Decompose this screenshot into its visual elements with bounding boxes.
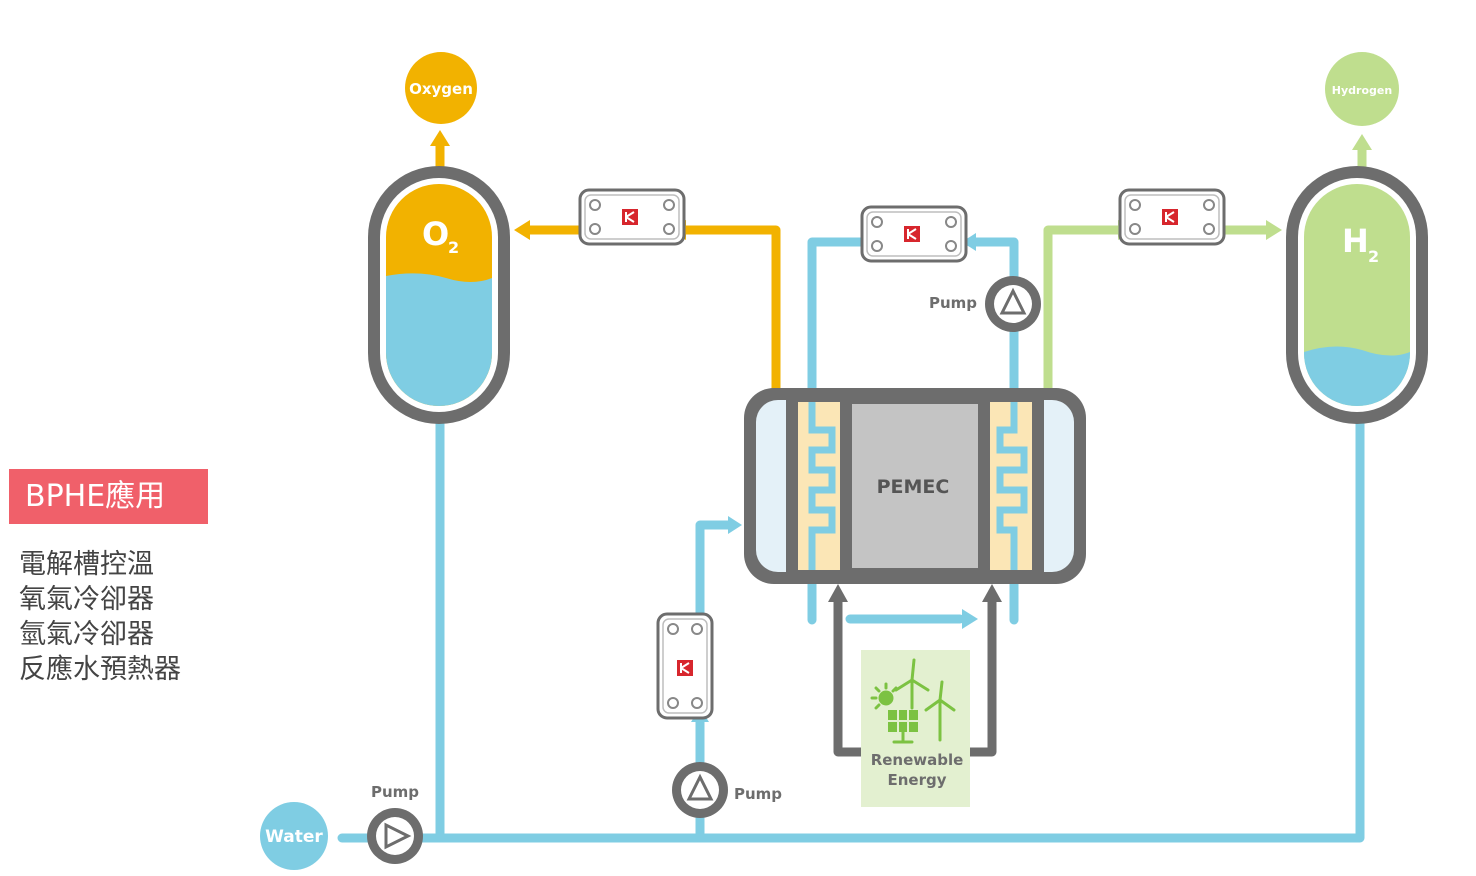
oxygen-output-node: Oxygen — [405, 52, 477, 124]
pump-label-top: Pump — [929, 294, 977, 312]
application-item: 反應水預熱器 — [19, 654, 181, 685]
water-label: Water — [265, 827, 323, 847]
o2-tank-subscript: 2 — [448, 238, 459, 257]
renewable-label-line2: Energy — [887, 771, 946, 789]
kaori-logo-icon — [621, 208, 639, 226]
kaori-logo-icon — [1161, 208, 1179, 226]
o2-tank-label: O — [422, 215, 449, 253]
kaori-logo-icon — [676, 659, 694, 677]
solar-wind-icon — [870, 658, 956, 744]
hydrogen-cooler-bphe — [1118, 188, 1226, 246]
hydrogen-separator-tank: H 2 — [1286, 166, 1428, 424]
pump-triangle-icon — [384, 822, 412, 850]
h2-tank-label: H — [1342, 222, 1369, 260]
application-item: 電解槽控溫 — [19, 549, 154, 580]
hydrogen-output-node: Hydrogen — [1325, 52, 1399, 126]
pump-stack-loop — [985, 276, 1041, 332]
kaori-logo-icon — [903, 225, 921, 243]
renewable-label-line1: Renewable — [871, 751, 964, 769]
oxygen-cooler-bphe — [578, 188, 686, 246]
oxygen-label: Oxygen — [409, 80, 473, 98]
pump-label-bottom: Pump — [371, 783, 419, 801]
water-input-node: Water — [260, 802, 328, 870]
pump-label-middle: Pump — [734, 785, 782, 803]
pump-water-feed — [367, 808, 423, 864]
h2-tank-subscript: 2 — [1368, 247, 1379, 266]
stack-cooling-bphe — [860, 205, 968, 263]
power-arrowheads — [828, 584, 1002, 602]
application-item: 氧氣冷卻器 — [19, 584, 154, 615]
pump-triangle-icon — [686, 773, 714, 801]
pemec-electrolyzer-stack: PEMEC — [744, 388, 1086, 584]
pump-triangle-icon — [999, 287, 1027, 315]
pemec-label: PEMEC — [877, 476, 950, 498]
water-preheater-bphe — [656, 612, 714, 720]
application-item: 氫氣冷卻器 — [19, 619, 154, 650]
hydrogen-label: Hydrogen — [1332, 84, 1392, 97]
pump-preheater-feed — [672, 762, 728, 818]
power-lines — [833, 600, 997, 757]
oxygen-separator-tank: O 2 — [368, 166, 510, 424]
application-list: 電解槽控溫 氧氣冷卻器 氫氣冷卻器 反應水預熱器 — [19, 547, 181, 687]
section-title-badge: BPHE應用 — [9, 469, 208, 524]
renewable-energy-source: Renewable Energy — [861, 650, 970, 807]
